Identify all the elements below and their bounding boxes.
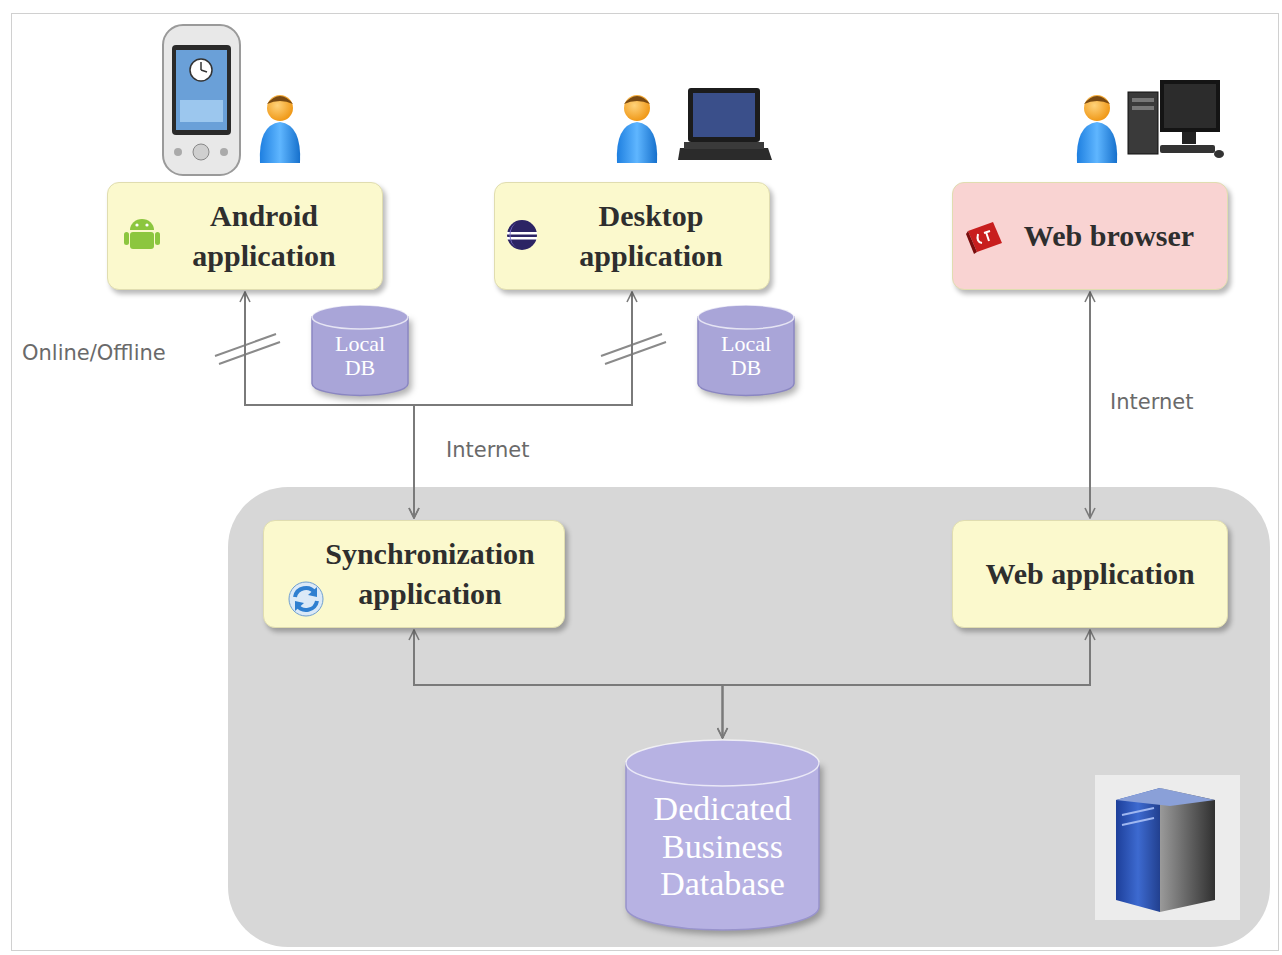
connector [414, 630, 723, 738]
desktop-pc-icon [1128, 80, 1224, 158]
local-db: Local DB [697, 305, 795, 395]
break-mark [601, 334, 666, 364]
connector [414, 292, 632, 518]
break-mark [215, 334, 280, 364]
network-label: Internet [1108, 390, 1195, 414]
sync-icon [286, 579, 326, 619]
cylinder-label: Local DB [697, 332, 795, 380]
box-label: Synchronization application [304, 534, 556, 614]
android-icon [122, 213, 162, 253]
box-label: Desktop application [541, 196, 761, 276]
link-state-note: Online/Offline [20, 341, 168, 365]
local-db: Local DB [311, 305, 409, 395]
box-label: Android application [154, 196, 374, 276]
cylinder-label: Dedicated Business Database [625, 790, 820, 902]
eclipse-icon [505, 217, 545, 257]
web-app-box: Web application [952, 520, 1228, 628]
server-icon [1095, 775, 1240, 920]
connector [723, 630, 1091, 738]
box-label: Web application [985, 554, 1194, 594]
server-region [228, 487, 1270, 947]
connector [1089, 292, 1091, 518]
person-icon [260, 95, 300, 163]
web-browser-box: Web browser [952, 182, 1228, 290]
business-database: Dedicated Business Database [625, 740, 820, 930]
connector [245, 292, 414, 518]
sync-app-box: Synchronization application [263, 520, 565, 628]
laptop-icon [678, 88, 772, 160]
android-app-box: Android application [107, 182, 383, 290]
desktop-app-box: Desktop application [494, 182, 770, 290]
network-label: Internet [444, 438, 531, 462]
phone-icon [163, 25, 240, 175]
web-icon [965, 217, 1005, 257]
box-label: Web browser [1024, 216, 1194, 256]
person-icon [617, 95, 657, 163]
person-icon [1077, 95, 1117, 163]
cylinder-label: Local DB [311, 332, 409, 380]
